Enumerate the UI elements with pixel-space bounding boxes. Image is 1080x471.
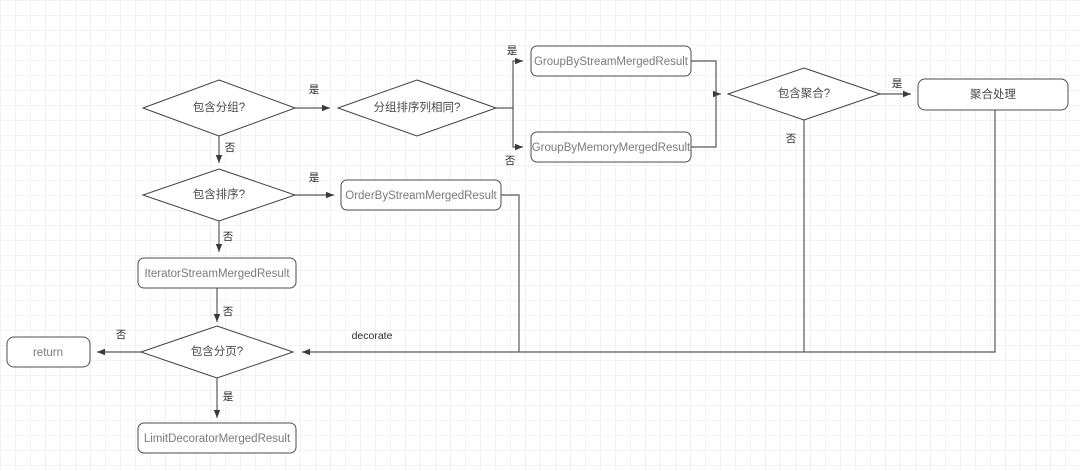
- node-box-group-by-memory-merged-result[interactable]: GroupByMemoryMergedResult: [530, 131, 692, 163]
- node-box-aggregation-processing[interactable]: 聚合处理: [917, 78, 1069, 111]
- node-label-group-by-memory-merged-result: GroupByMemoryMergedResult: [532, 142, 691, 154]
- node-label-contains-pagination: 包含分页?: [191, 344, 243, 358]
- node-box-iterator-stream-merged-result[interactable]: IteratorStreamMergedResult: [137, 257, 297, 289]
- node-box-order-by-stream-merged-result[interactable]: OrderByStreamMergedResult: [340, 179, 502, 211]
- edge-labels-layer: 是 否 是 否 是 否 是 否 否 否 是 decorate: [116, 45, 903, 403]
- node-decision-contains-aggregation[interactable]: 包含聚合?: [726, 67, 882, 121]
- node-label-aggregation-processing: 聚合处理: [970, 87, 1016, 101]
- node-decision-contains-sort[interactable]: 包含排序?: [141, 168, 297, 222]
- node-label-iterator-stream-merged-result: IteratorStreamMergedResult: [144, 268, 290, 280]
- edge-sortsame-yes: [496, 57, 523, 109]
- edge-aggproc-to-page: [302, 110, 996, 356]
- node-decision-group-sort-columns-same[interactable]: 分组排序列相同?: [336, 79, 498, 137]
- node-label-group-sort-columns-same: 分组排序列相同?: [374, 100, 461, 114]
- edge-gbsmr-to-agg: [691, 60, 721, 98]
- edge-label-sortsame-no: 否: [505, 155, 516, 167]
- node-decision-contains-pagination[interactable]: 包含分页?: [139, 325, 295, 379]
- edge-label-sort-yes: 是: [309, 172, 320, 184]
- edge-label-group-yes: 是: [309, 84, 320, 96]
- node-box-limit-decorator-merged-result[interactable]: LimitDecoratorMergedResult: [137, 422, 297, 454]
- node-label-contains-sort: 包含排序?: [193, 187, 245, 201]
- edge-sortsame-no: [512, 108, 523, 151]
- edge-label-sortsame-yes: 是: [507, 45, 518, 57]
- node-label-limit-decorator-merged-result: LimitDecoratorMergedResult: [144, 433, 291, 445]
- node-label-contains-aggregation: 包含聚合?: [778, 86, 830, 100]
- node-box-return[interactable]: return: [6, 336, 91, 368]
- node-label-return: return: [33, 347, 63, 359]
- node-label-contains-group: 包含分组?: [193, 100, 245, 114]
- node-decision-contains-group[interactable]: 包含分组?: [141, 79, 297, 137]
- node-box-group-by-stream-merged-result[interactable]: GroupByStreamMergedResult: [530, 45, 692, 77]
- edge-label-aggregation-yes: 是: [892, 78, 903, 90]
- edge-label-pagination-yes: 是: [223, 391, 234, 403]
- node-label-group-by-stream-merged-result: GroupByStreamMergedResult: [534, 56, 689, 68]
- node-label-order-by-stream-merged-result: OrderByStreamMergedResult: [345, 190, 497, 202]
- edge-label-aggregation-no: 否: [786, 133, 797, 145]
- edge-label-iterator-no: 否: [223, 306, 234, 318]
- nodes-layer: 包含分组? 分组排序列相同? GroupByStreamMergedResult…: [6, 45, 1069, 454]
- edge-label-sort-no: 否: [223, 231, 234, 243]
- edge-label-group-no: 否: [225, 142, 236, 154]
- edge-label-pagination-no: 否: [116, 329, 127, 341]
- edge-obsmr-to-page: [501, 194, 520, 352]
- edges-layer: [97, 57, 996, 418]
- edge-label-decorate: decorate: [352, 330, 393, 342]
- edge-gbmmr-to-agg: [691, 94, 717, 148]
